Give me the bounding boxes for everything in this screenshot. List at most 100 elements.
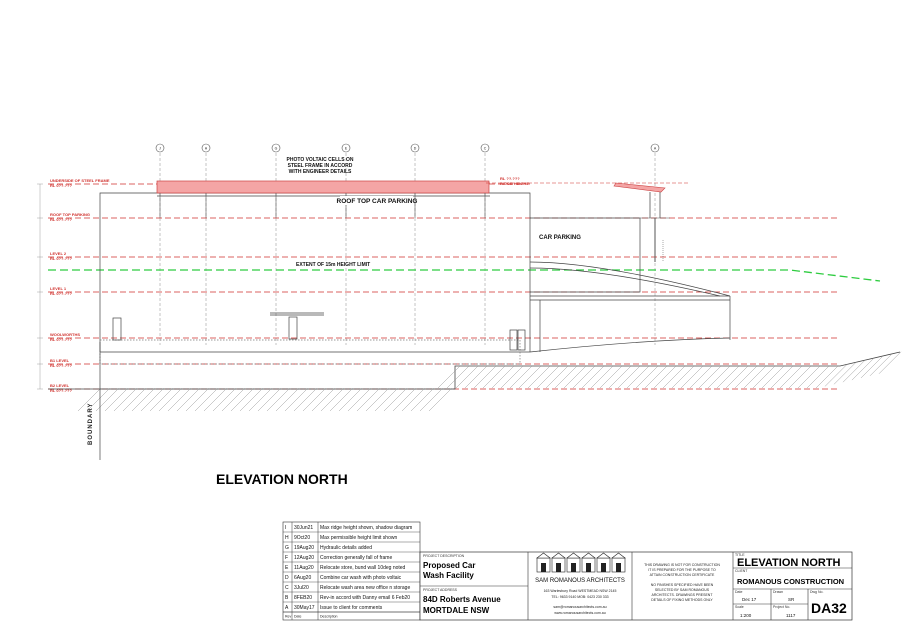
ridge-pv-array (613, 182, 670, 262)
svg-text:ATTAIN CONSTRUCTION CERTIFICAT: ATTAIN CONSTRUCTION CERTIFICATE (650, 573, 715, 577)
car-parking-label: CAR PARKING (539, 235, 581, 241)
scale-value: 1:200 (740, 613, 752, 618)
svg-text:B1 LEVEL: B1 LEVEL (50, 358, 70, 363)
revision-desc: Relocate store, bund wall 10deg noted (320, 565, 406, 571)
svg-text:ROOF TOP PARKING: ROOF TOP PARKING (50, 212, 90, 217)
roof-parking-label: ROOF TOP CAR PARKING (337, 198, 418, 205)
ridge-rl-label: RL ??.??? (500, 176, 520, 181)
dwg-no-value: DA32 (811, 600, 847, 616)
title-block: PROJECT DESCRIPTION Proposed Car Wash Fa… (419, 551, 853, 621)
grid-bubble-h: H (201, 143, 211, 153)
grid-bubble-d: D (410, 143, 420, 153)
revision-desc: Correction generally fall of frame (320, 555, 392, 561)
project-addr-line-1: 84D Roberts Avenue (423, 595, 501, 604)
revision-row: C 3Jul20 Relocate wash area new office n s… (283, 585, 420, 593)
revision-date: 19Aug20 (294, 545, 314, 551)
level-labels: UNDERSIDE OF STEEL FRAME RL 0??.??? ROOF … (50, 178, 110, 393)
svg-text:IT IS PREPARED FOR THE PURPOSE: IT IS PREPARED FOR THE PURPOSE TO (648, 568, 716, 572)
svg-text:J: J (159, 147, 161, 151)
ridge-height-label: RIDGE HEIGHT (500, 181, 529, 186)
svg-text:RL 0??.???: RL 0??.??? (50, 291, 72, 296)
architect-email: sam@romanousarchitects.com.au (553, 605, 606, 609)
architect-name: SAM ROMANOUS ARCHITECTS (535, 578, 625, 584)
pv-note: PHOTO VOLTAIC CELLS ON STEEL FRAME IN AC… (287, 157, 354, 175)
left-dimension-chain (37, 183, 43, 390)
svg-text:RL 0??.???: RL 0??.??? (50, 363, 72, 368)
revision-desc: Max permissible height limit shown (320, 535, 397, 541)
revision-date: 6Aug20 (294, 575, 311, 581)
grid-bubble-j: J (155, 143, 165, 153)
revision-date: 11Aug20 (294, 565, 314, 571)
revision-rev: E (285, 565, 289, 571)
svg-text:PHOTO VOLTAIC CELLS ON: PHOTO VOLTAIC CELLS ON (287, 157, 354, 163)
svg-text:RL 0??.???: RL 0??.??? (50, 217, 72, 222)
revision-desc: Issue to client for comments (320, 605, 383, 611)
revision-desc: Combine car wash with photo voltaic (320, 575, 402, 581)
level-lines (48, 183, 840, 390)
svg-text:LEVEL 1: LEVEL 1 (50, 286, 67, 291)
scale-head: Scale (735, 605, 744, 609)
grid-bubble-a: A (650, 143, 660, 153)
revision-row: B 8FEB20 Rev-in accord with Danny email 6 … (283, 595, 420, 603)
svg-text:C: C (484, 147, 487, 151)
pv-frame-columns (159, 193, 486, 218)
svg-text:LEVEL 2: LEVEL 2 (50, 251, 67, 256)
revision-rev: G (285, 545, 289, 551)
pv-frame (156, 180, 490, 194)
architect-address: 163 Warlesbury Road WESTMEAD NSW 2145 (544, 589, 617, 593)
grid-bubble-c: C (480, 143, 490, 153)
revision-rev: A (285, 605, 289, 611)
svg-text:G: G (275, 147, 278, 151)
client-name: ROMANOUS CONSTRUCTION (737, 577, 844, 586)
date-value: Dec 17 (742, 597, 757, 602)
revision-desc: Relocate wash area new office n storage (320, 585, 410, 591)
svg-text:NO FINISHES SPECIFIED HAVE BEE: NO FINISHES SPECIFIED HAVE BEEN (651, 583, 714, 587)
revision-date: 8FEB20 (294, 595, 312, 601)
svg-text:Description: Description (320, 615, 338, 619)
project-addr-head: PROJECT ADDRESS (423, 588, 458, 592)
svg-text:STEEL FRAME IN ACCORD: STEEL FRAME IN ACCORD (288, 163, 353, 169)
project-addr-line-2: MORTDALE NSW (423, 606, 490, 615)
drawn-head: Drawn (773, 590, 783, 594)
revision-row: G 19Aug20 Hydraulic details added (283, 545, 420, 553)
revision-rev: H (285, 535, 289, 541)
svg-text:RL 0??.???: RL 0??.??? (50, 256, 72, 261)
svg-text:SELECTED BY SAM ROMANOUS: SELECTED BY SAM ROMANOUS (655, 588, 710, 592)
dwg-no-head: Dwg No. (810, 590, 823, 594)
revision-row: D 6Aug20 Combine car wash with photo volta… (283, 575, 420, 583)
drawn-value: SR (788, 597, 795, 602)
svg-text:E: E (345, 147, 348, 151)
architect-phone: TEL: 9633 9140 MOB: 0423 230 333 (551, 595, 608, 599)
architect-logo (536, 552, 626, 573)
svg-text:H: H (205, 147, 208, 151)
svg-text:RL 0??.???: RL 0??.??? (50, 388, 72, 393)
revision-desc: Hydraulic details added (320, 545, 372, 551)
revision-rev: D (285, 575, 289, 581)
svg-text:WITH ENGINEER DETAILS: WITH ENGINEER DETAILS (289, 169, 352, 175)
boundary-label: BOUNDARY (88, 403, 94, 445)
title-head: TITLE (735, 553, 745, 557)
height-limit-line (48, 269, 881, 282)
revision-desc: Rev-in accord with Danny email 6 Feb20 (320, 595, 410, 601)
revision-desc: Max ridge height shown, shadow diagram (320, 525, 412, 531)
level-label-level-2: LEVEL 2RL 0??.??? (50, 251, 72, 261)
ground-hatch-lines (77, 351, 902, 412)
client-head: CLIENT (735, 569, 748, 573)
date-head: Date (735, 590, 742, 594)
ground-hatch (48, 351, 901, 390)
level-label-level-1: LEVEL 1RL 0??.??? (50, 286, 72, 296)
revision-rev: C (285, 585, 289, 591)
height-limit-label: EXTENT OF 15m HEIGHT LIMIT (296, 262, 370, 268)
revision-date: 3Jul20 (294, 585, 309, 591)
svg-text:ARCHITECTS. DRAWINGS PRESENT: ARCHITECTS. DRAWINGS PRESENT (652, 593, 714, 597)
svg-text:D: D (414, 147, 417, 151)
revision-row: E 11Aug20 Relocate store, bund wall 10deg … (283, 565, 420, 573)
svg-text:UNDERSIDE OF STEEL FRAME: UNDERSIDE OF STEEL FRAME (50, 178, 110, 183)
revision-rev: B (285, 595, 289, 601)
